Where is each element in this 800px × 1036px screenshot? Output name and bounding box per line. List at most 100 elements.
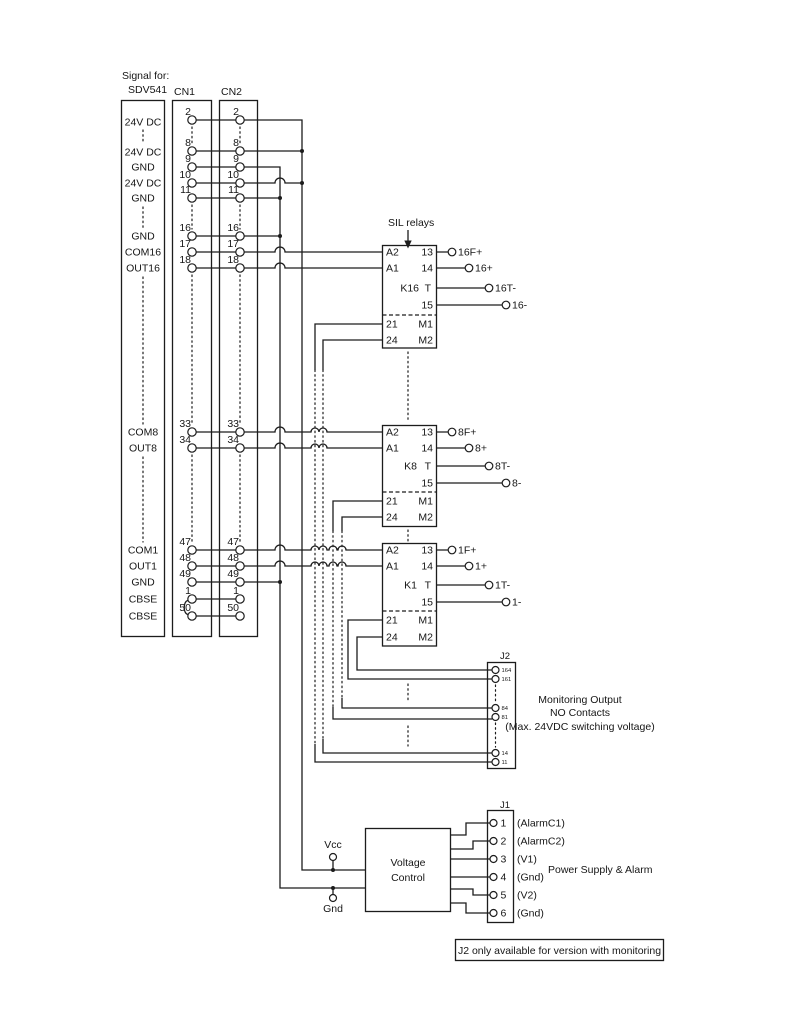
j1-pin-number: 2 (501, 836, 507, 848)
cn1-pin-number: 47 (179, 536, 191, 548)
cn1-pin-number: 33 (179, 418, 191, 430)
footnote-text: J2 only available for version with monit… (458, 945, 661, 957)
gnd-bus (244, 166, 366, 889)
terminal-8t (484, 461, 494, 471)
terminal-16minus (501, 300, 511, 310)
j1-pin-signal: (V2) (517, 890, 537, 902)
signal-label: COM1 (128, 545, 158, 557)
k1-m2-wire (356, 636, 492, 671)
j1-pin-number: 4 (501, 872, 507, 884)
j2-pin-14 (491, 748, 500, 758)
device-label: SDV541 (128, 84, 167, 96)
k16-out15-label: 16- (512, 300, 528, 312)
vcc-bus (244, 119, 366, 871)
signal-label: OUT16 (126, 263, 160, 275)
k8-a2: A2 (386, 427, 399, 439)
signal-label: GND (131, 162, 155, 174)
k16-m2-wire (322, 339, 492, 754)
cn1-pin-number: 9 (185, 153, 191, 165)
cn2-pin-number: 8 (233, 137, 239, 149)
terminal-8plus (464, 443, 474, 453)
cn2-pin-number: 1 (233, 585, 239, 597)
k16-14: 14 (421, 263, 433, 275)
vcc-terminal (328, 852, 338, 862)
terminal-1minus (501, 597, 511, 607)
k1-box (381, 542, 438, 647)
k1-24: 24 (386, 632, 398, 644)
k1-21: 21 (386, 615, 398, 627)
k1-m1-wire (347, 619, 492, 680)
cn1-pin-number: 48 (179, 552, 191, 564)
cn1-pin-number: 50 (179, 602, 191, 614)
k1-output-wires (436, 549, 503, 603)
j2-box (486, 661, 517, 770)
k16-15: 15 (421, 300, 433, 312)
cn2-pin-number: 47 (227, 536, 239, 548)
k16-m1-wire (314, 323, 492, 763)
j2-pin-label: 14 (502, 751, 509, 757)
relay-k8: A2 A1 13 14 K8 T 15 21 24 M1 M2 8F+ 8+ 8… (381, 424, 522, 528)
j1-pin-signal: (V1) (517, 854, 537, 866)
signal-for-label: Signal for: (122, 70, 169, 82)
j1-pin-2 (489, 836, 498, 846)
cn2-pin-number: 34 (227, 434, 239, 446)
cn1-pin-number: 8 (185, 137, 191, 149)
k8-m1-wire (332, 500, 492, 720)
gnd-terminal (328, 893, 338, 903)
k8-out14-label: 8+ (475, 443, 487, 455)
k1-out14-label: 1+ (475, 561, 487, 573)
sil-arrow-icon (404, 240, 412, 249)
j2-pin-label: 81 (502, 715, 508, 721)
sil-relays-label: SIL relays (388, 217, 434, 229)
k16-m2: M2 (418, 335, 433, 347)
j2-pin-11 (491, 757, 500, 767)
k8-out13-label: 8F+ (458, 427, 476, 439)
k1-15: 15 (421, 597, 433, 609)
cn1-box (171, 99, 213, 638)
signal-label: 24V DC (125, 117, 162, 129)
monitoring-note-line2: NO Contacts (550, 707, 610, 719)
cn2-title: CN2 (221, 86, 242, 98)
k8-outT-label: 8T- (495, 461, 511, 473)
signal-label: GND (131, 231, 155, 243)
k8-13: 13 (421, 427, 433, 439)
out1-wire (244, 560, 383, 567)
out16-wire (244, 262, 383, 269)
j2-pin-84 (491, 703, 500, 713)
j1-connector: J1 1 2 3 4 5 6 (AlarmC1) (AlarmC2) (V1) … (486, 800, 653, 924)
j1-pin-6 (489, 908, 498, 918)
j1-pin-5 (489, 890, 498, 900)
k16-name: K16 (400, 283, 419, 295)
j2-pin-164 (491, 665, 500, 675)
cn1-title: CN1 (174, 86, 195, 98)
j2-pin-label: 84 (502, 706, 509, 712)
cn1-pin-number: 10 (179, 169, 191, 181)
k8-a1: A1 (386, 443, 399, 455)
vcc-label: Vcc (324, 839, 342, 851)
j2-pin-label: 11 (502, 760, 508, 766)
terminal-16t (484, 283, 494, 293)
signal-box (120, 99, 166, 638)
monitoring-note: Monitoring Output NO Contacts (Max. 24VD… (505, 694, 654, 733)
cn2-pin-number: 48 (227, 552, 239, 564)
k16-output-wires (436, 251, 503, 306)
k1-m1: M1 (418, 615, 433, 627)
voltage-control-line1: Voltage (390, 857, 425, 869)
k16-out13-label: 16F+ (458, 247, 482, 259)
k16-outT-label: 16T- (495, 283, 517, 295)
k8-output-wires (436, 431, 503, 484)
j1-pin-signal: (AlarmC1) (517, 818, 565, 830)
k1-t: T (425, 580, 432, 592)
j2-connector: J2 164 161 84 81 14 11 (486, 651, 517, 770)
terminal-8minus (501, 478, 511, 488)
k8-m1: M1 (418, 496, 433, 508)
terminal-1t (484, 580, 494, 590)
footnote-box (454, 938, 665, 962)
cn1-pin-number: 11 (180, 184, 191, 196)
k1-out13-label: 1F+ (458, 545, 476, 557)
j1-pin-3 (489, 854, 498, 864)
k8-m2-wire (341, 516, 492, 709)
terminal-16f (447, 247, 457, 257)
